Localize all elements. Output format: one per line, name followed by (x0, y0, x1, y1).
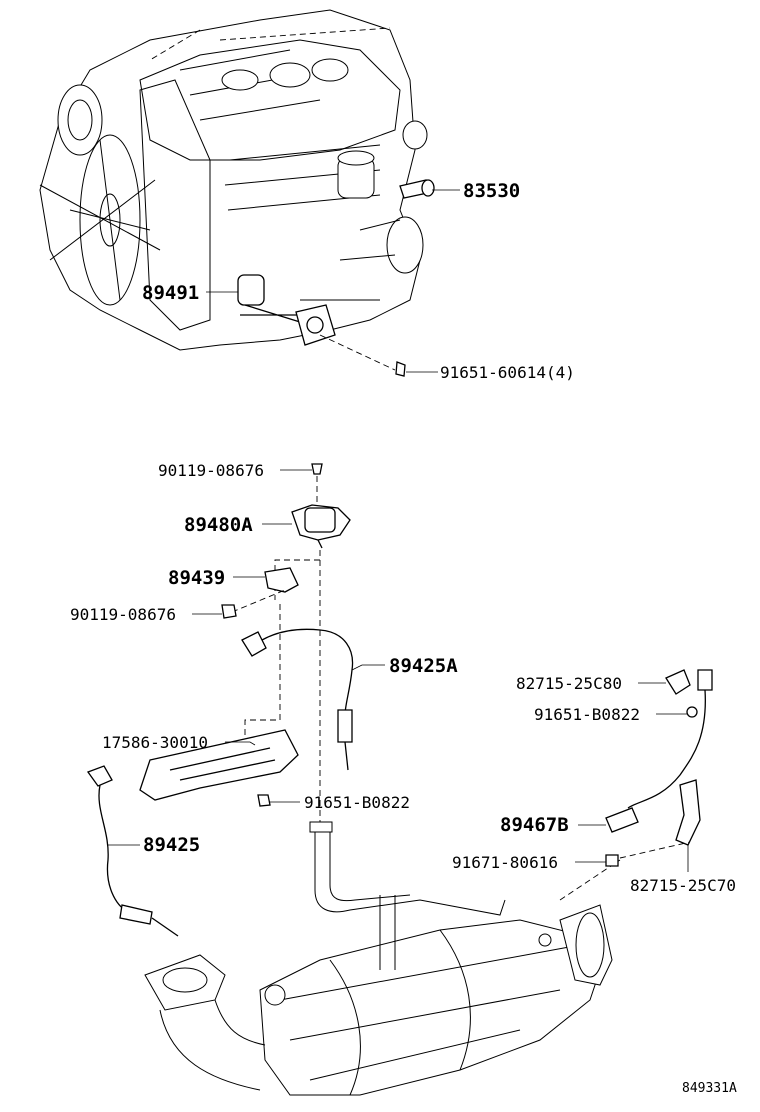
label-91651-60614: 91651-60614(4) (440, 363, 575, 382)
label-89467B: 89467B (500, 814, 569, 836)
engine-illustration (39, 9, 435, 377)
label-89425: 89425 (143, 834, 200, 856)
label-89491: 89491 (142, 282, 199, 304)
label-91651-B0822-right: 91651-B0822 (534, 705, 640, 724)
label-83530: 83530 (463, 180, 520, 202)
label-82715-25C70: 82715-25C70 (630, 876, 736, 895)
label-89439: 89439 (168, 567, 225, 589)
label-90119-08676-mid: 90119-08676 (70, 605, 176, 624)
label-90119-08676-top: 90119-08676 (158, 461, 264, 480)
label-91671-80616: 91671-80616 (452, 853, 558, 872)
label-89480A: 89480A (184, 514, 253, 536)
label-91651-B0822-mid: 91651-B0822 (304, 793, 410, 812)
figure-id: 849331A (682, 1081, 737, 1096)
label-89425A: 89425A (389, 655, 458, 677)
leader-lines (108, 189, 689, 872)
label-82715-25C80: 82715-25C80 (516, 674, 622, 693)
label-17586-30010: 17586-30010 (102, 733, 208, 752)
exhaust-illustration (86, 463, 713, 1096)
